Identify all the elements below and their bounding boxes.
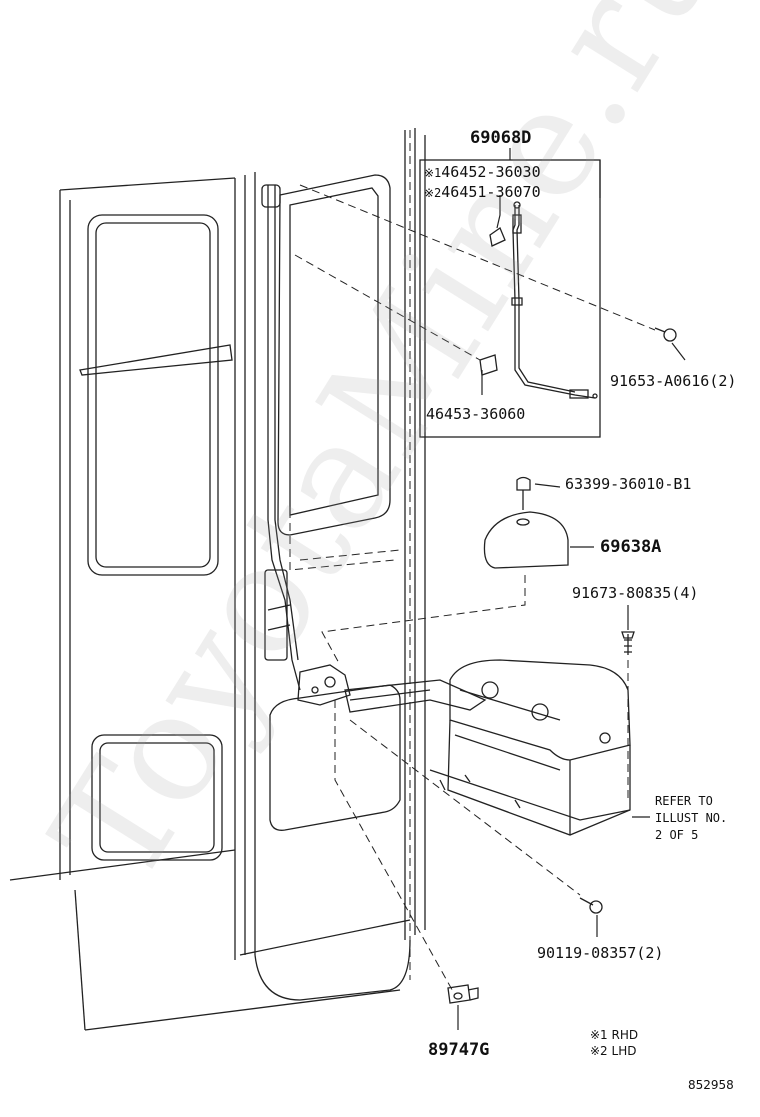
bolt-icon bbox=[654, 327, 677, 342]
rhd-part-number: 46452-36030 bbox=[441, 163, 541, 181]
label-assembly-main: 69068D bbox=[470, 128, 532, 148]
lhd-part-number: 46451-36070 bbox=[441, 183, 541, 201]
label-bottom-assembly: 89747G bbox=[428, 1040, 490, 1060]
rhd-mark: ※1 bbox=[424, 166, 442, 180]
refer-note: REFER TO ILLUST NO. 2 OF 5 bbox=[655, 793, 727, 844]
label-rhd-part: ※146452-36030 bbox=[424, 163, 541, 181]
label-screw-bottom: 90119-08357(2) bbox=[537, 944, 664, 962]
legend: ※1 RHD ※2 LHD bbox=[590, 1027, 638, 1059]
label-cover-assembly: 69638A bbox=[600, 537, 662, 557]
refer-note-line: REFER TO bbox=[655, 794, 713, 808]
figure-number: 852958 bbox=[688, 1078, 734, 1092]
refer-note-line: ILLUST NO. bbox=[655, 811, 728, 825]
lhd-mark: ※2 bbox=[424, 186, 442, 200]
legend-lhd: ※2 LHD bbox=[590, 1044, 637, 1058]
label-clip-part: 46453-36060 bbox=[426, 405, 526, 423]
label-cap-part: 63399-36010-B1 bbox=[565, 475, 692, 493]
label-screw-top: 91653-A0616(2) bbox=[610, 372, 737, 390]
label-lhd-part: ※246451-36070 bbox=[424, 183, 541, 201]
label-bolt-right: 91673-80835(4) bbox=[572, 584, 699, 602]
legend-rhd: ※1 RHD bbox=[590, 1028, 639, 1042]
refer-note-line: 2 OF 5 bbox=[655, 828, 699, 842]
